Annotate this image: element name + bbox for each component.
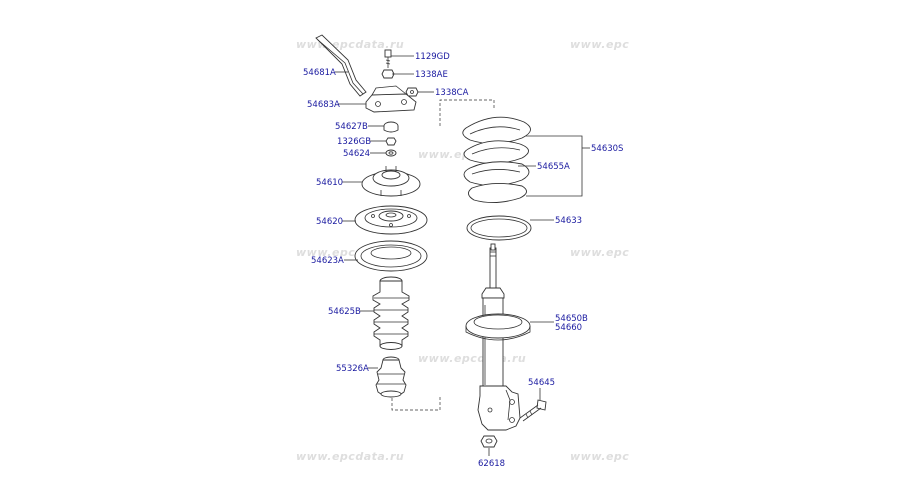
watermark: www.epc [570,38,629,51]
part-label-54650B[interactable]: 54650B [555,314,588,324]
part-label-54627B[interactable]: 54627B [335,122,368,132]
part-label-54633[interactable]: 54633 [555,216,582,226]
watermark: www.epcdata.ru [418,352,526,365]
part-label-54645[interactable]: 54645 [528,378,555,388]
spring-seat-part[interactable] [354,205,428,235]
washer-part[interactable] [385,137,397,146]
leader-lines [335,55,590,456]
bolt-part[interactable] [519,399,547,422]
watermark-layer: www.epcdata.ru www.epc www.epcdata.ru ww… [296,38,629,463]
nut-part[interactable] [381,69,395,79]
part-label-54620[interactable]: 54620 [316,217,343,227]
part-label-55326A[interactable]: 55326A [336,364,369,374]
bracket-part[interactable] [365,85,417,113]
watermark: www.epcdata.ru [296,450,404,463]
part-label-54625B[interactable]: 54625B [328,307,361,317]
strut-mount-part[interactable] [361,166,421,197]
watermark: www.epc [570,450,629,463]
washer-part[interactable] [385,149,397,157]
strut-assembly-part[interactable] [465,243,531,431]
nut-part[interactable] [480,435,498,448]
part-label-54624[interactable]: 54624 [343,149,370,159]
watermark: www.epc [570,246,629,259]
stabilizer-link-part[interactable] [315,34,367,97]
coil-spring-part[interactable] [462,116,531,203]
bump-stopper-part[interactable] [375,356,407,398]
dust-cover-part[interactable] [372,276,410,350]
bolt-part[interactable] [384,49,392,68]
nut-part[interactable] [405,87,419,97]
part-label-54681A[interactable]: 54681A [303,68,336,78]
part-label-54655A[interactable]: 54655A [537,162,570,172]
part-label-54630S[interactable]: 54630S [591,144,623,154]
part-label-1338CA[interactable]: 1338CA [435,88,469,98]
part-label-1326GB[interactable]: 1326GB [337,137,371,147]
lower-spring-pad-part[interactable] [466,215,532,241]
part-label-1129GD[interactable]: 1129GD [415,52,450,62]
part-label-54683A[interactable]: 54683A [307,100,340,110]
spring-pad-part[interactable] [354,240,428,272]
insulator-nut-part[interactable] [383,121,399,133]
part-labels: 1129GD 1338AE 1338CA 54681A 54683A 54627… [303,52,623,469]
watermark: www.epcdata.ru [296,38,404,51]
part-label-54660[interactable]: 54660 [555,323,582,333]
part-label-54623A[interactable]: 54623A [311,256,344,266]
part-label-62618[interactable]: 62618 [478,459,505,469]
part-label-1338AE[interactable]: 1338AE [415,70,448,80]
part-label-54610[interactable]: 54610 [316,178,343,188]
